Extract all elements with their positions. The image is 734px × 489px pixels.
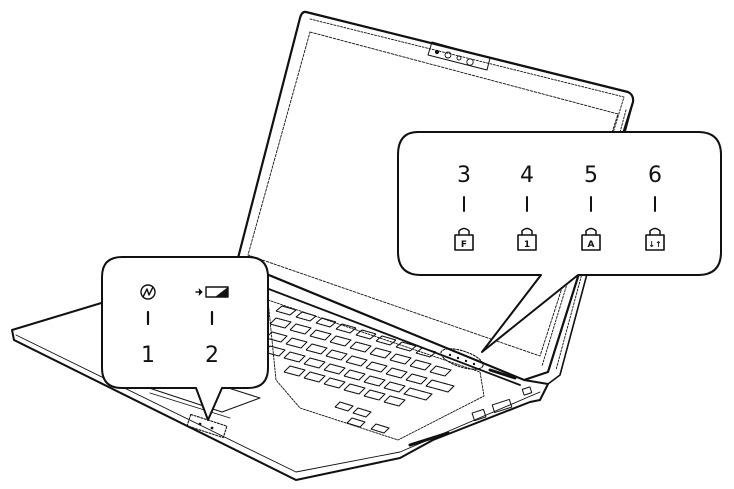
- indicator-4-number: 4: [520, 163, 534, 188]
- indicator-2: [195, 286, 229, 326]
- indicator-5-number: 5: [584, 163, 598, 188]
- indicator-2-number: 2: [205, 343, 219, 368]
- lock-f-icon: [454, 227, 474, 251]
- indicator-1: [140, 284, 156, 326]
- lock-scroll-glyph: ↓↑: [648, 240, 661, 249]
- indicator-1-number: 1: [141, 343, 155, 368]
- lock-f-glyph: F: [461, 240, 467, 250]
- lock-a-glyph: A: [588, 240, 595, 250]
- lock-scroll-icon: [645, 227, 665, 251]
- lock-1-glyph: 1: [524, 240, 530, 250]
- lock-1-icon: [517, 227, 537, 251]
- indicator-6-number: 6: [648, 163, 662, 188]
- keys: [263, 305, 455, 434]
- indicator-3-number: 3: [457, 163, 471, 188]
- callout-left: [101, 256, 269, 421]
- webcam-icon: [427, 41, 491, 71]
- laptop-lid: [235, 10, 635, 385]
- indicator-region-right: [440, 348, 484, 370]
- lock-a-icon: [581, 227, 601, 251]
- battery-charging-icon: [195, 286, 229, 298]
- callout-right: [397, 131, 722, 353]
- laptop-base: [11, 261, 549, 481]
- power-icon: [140, 284, 156, 300]
